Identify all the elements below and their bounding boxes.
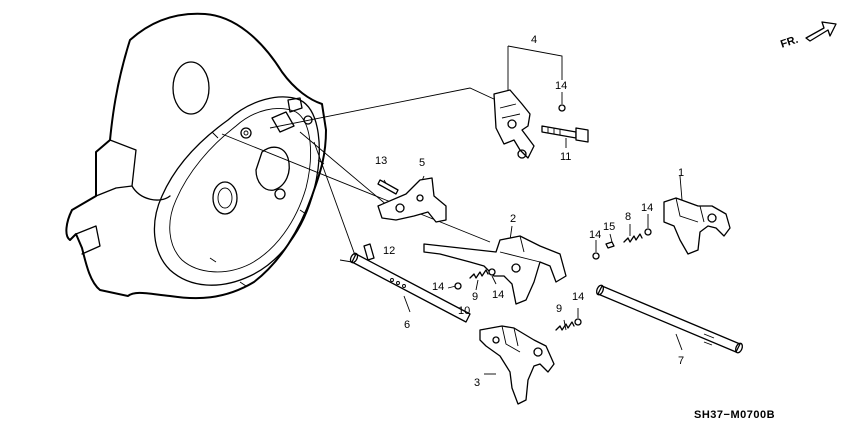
callout-10: 10 [458,305,470,317]
diagram-code: SH37−M0700B [694,409,775,421]
steel-ball-c [454,282,462,290]
front-direction-label: FR. [779,34,800,51]
callout-14-b: 14 [641,202,653,214]
shift-fork-3 [479,325,555,405]
callout-14-d: 14 [432,281,444,293]
callout-14-f: 14 [572,291,584,303]
front-direction-arrow-icon [805,21,837,42]
steel-ball-b [644,228,652,236]
steel-ball-a [592,252,600,260]
shift-fork-1 [663,197,731,255]
callout-1: 1 [678,167,684,179]
callouts: 4 14 11 13 5 2 1 14 8 15 14 12 14 9 14 1… [375,34,684,389]
callout-14-c: 14 [589,229,601,241]
shift-rod-7 [595,284,744,354]
callout-3: 3 [474,377,480,389]
callout-9-b: 9 [556,303,562,315]
clutch-housing [65,12,327,300]
callout-14-a: 14 [555,80,567,92]
callout-15: 15 [603,221,615,233]
callout-6: 6 [404,319,410,331]
leader-lines [221,45,683,375]
callout-12: 12 [383,245,395,257]
callout-11: 11 [560,151,571,163]
detent-pin-15 [605,241,615,249]
shift-rod-6 [349,252,471,323]
steel-ball-d [488,268,496,276]
callout-5: 5 [419,157,425,169]
detent-spring-8 [623,233,643,243]
shift-arm [377,177,447,223]
detent-spring-9b [555,321,575,331]
callout-8: 8 [625,211,631,223]
interlock-bracket [493,89,535,159]
callout-7: 7 [678,355,684,367]
spring-pin-13 [377,179,399,195]
detent-spring-9a [469,269,489,279]
steel-ball-e [574,318,582,326]
callout-9-a: 9 [472,291,478,303]
callout-2: 2 [510,213,516,225]
spring-pin-12 [363,243,375,261]
washer-4 [558,104,566,112]
bolt [541,125,589,143]
callout-14-e: 14 [492,289,504,301]
callout-13: 13 [375,155,387,167]
callout-4: 4 [531,34,537,46]
